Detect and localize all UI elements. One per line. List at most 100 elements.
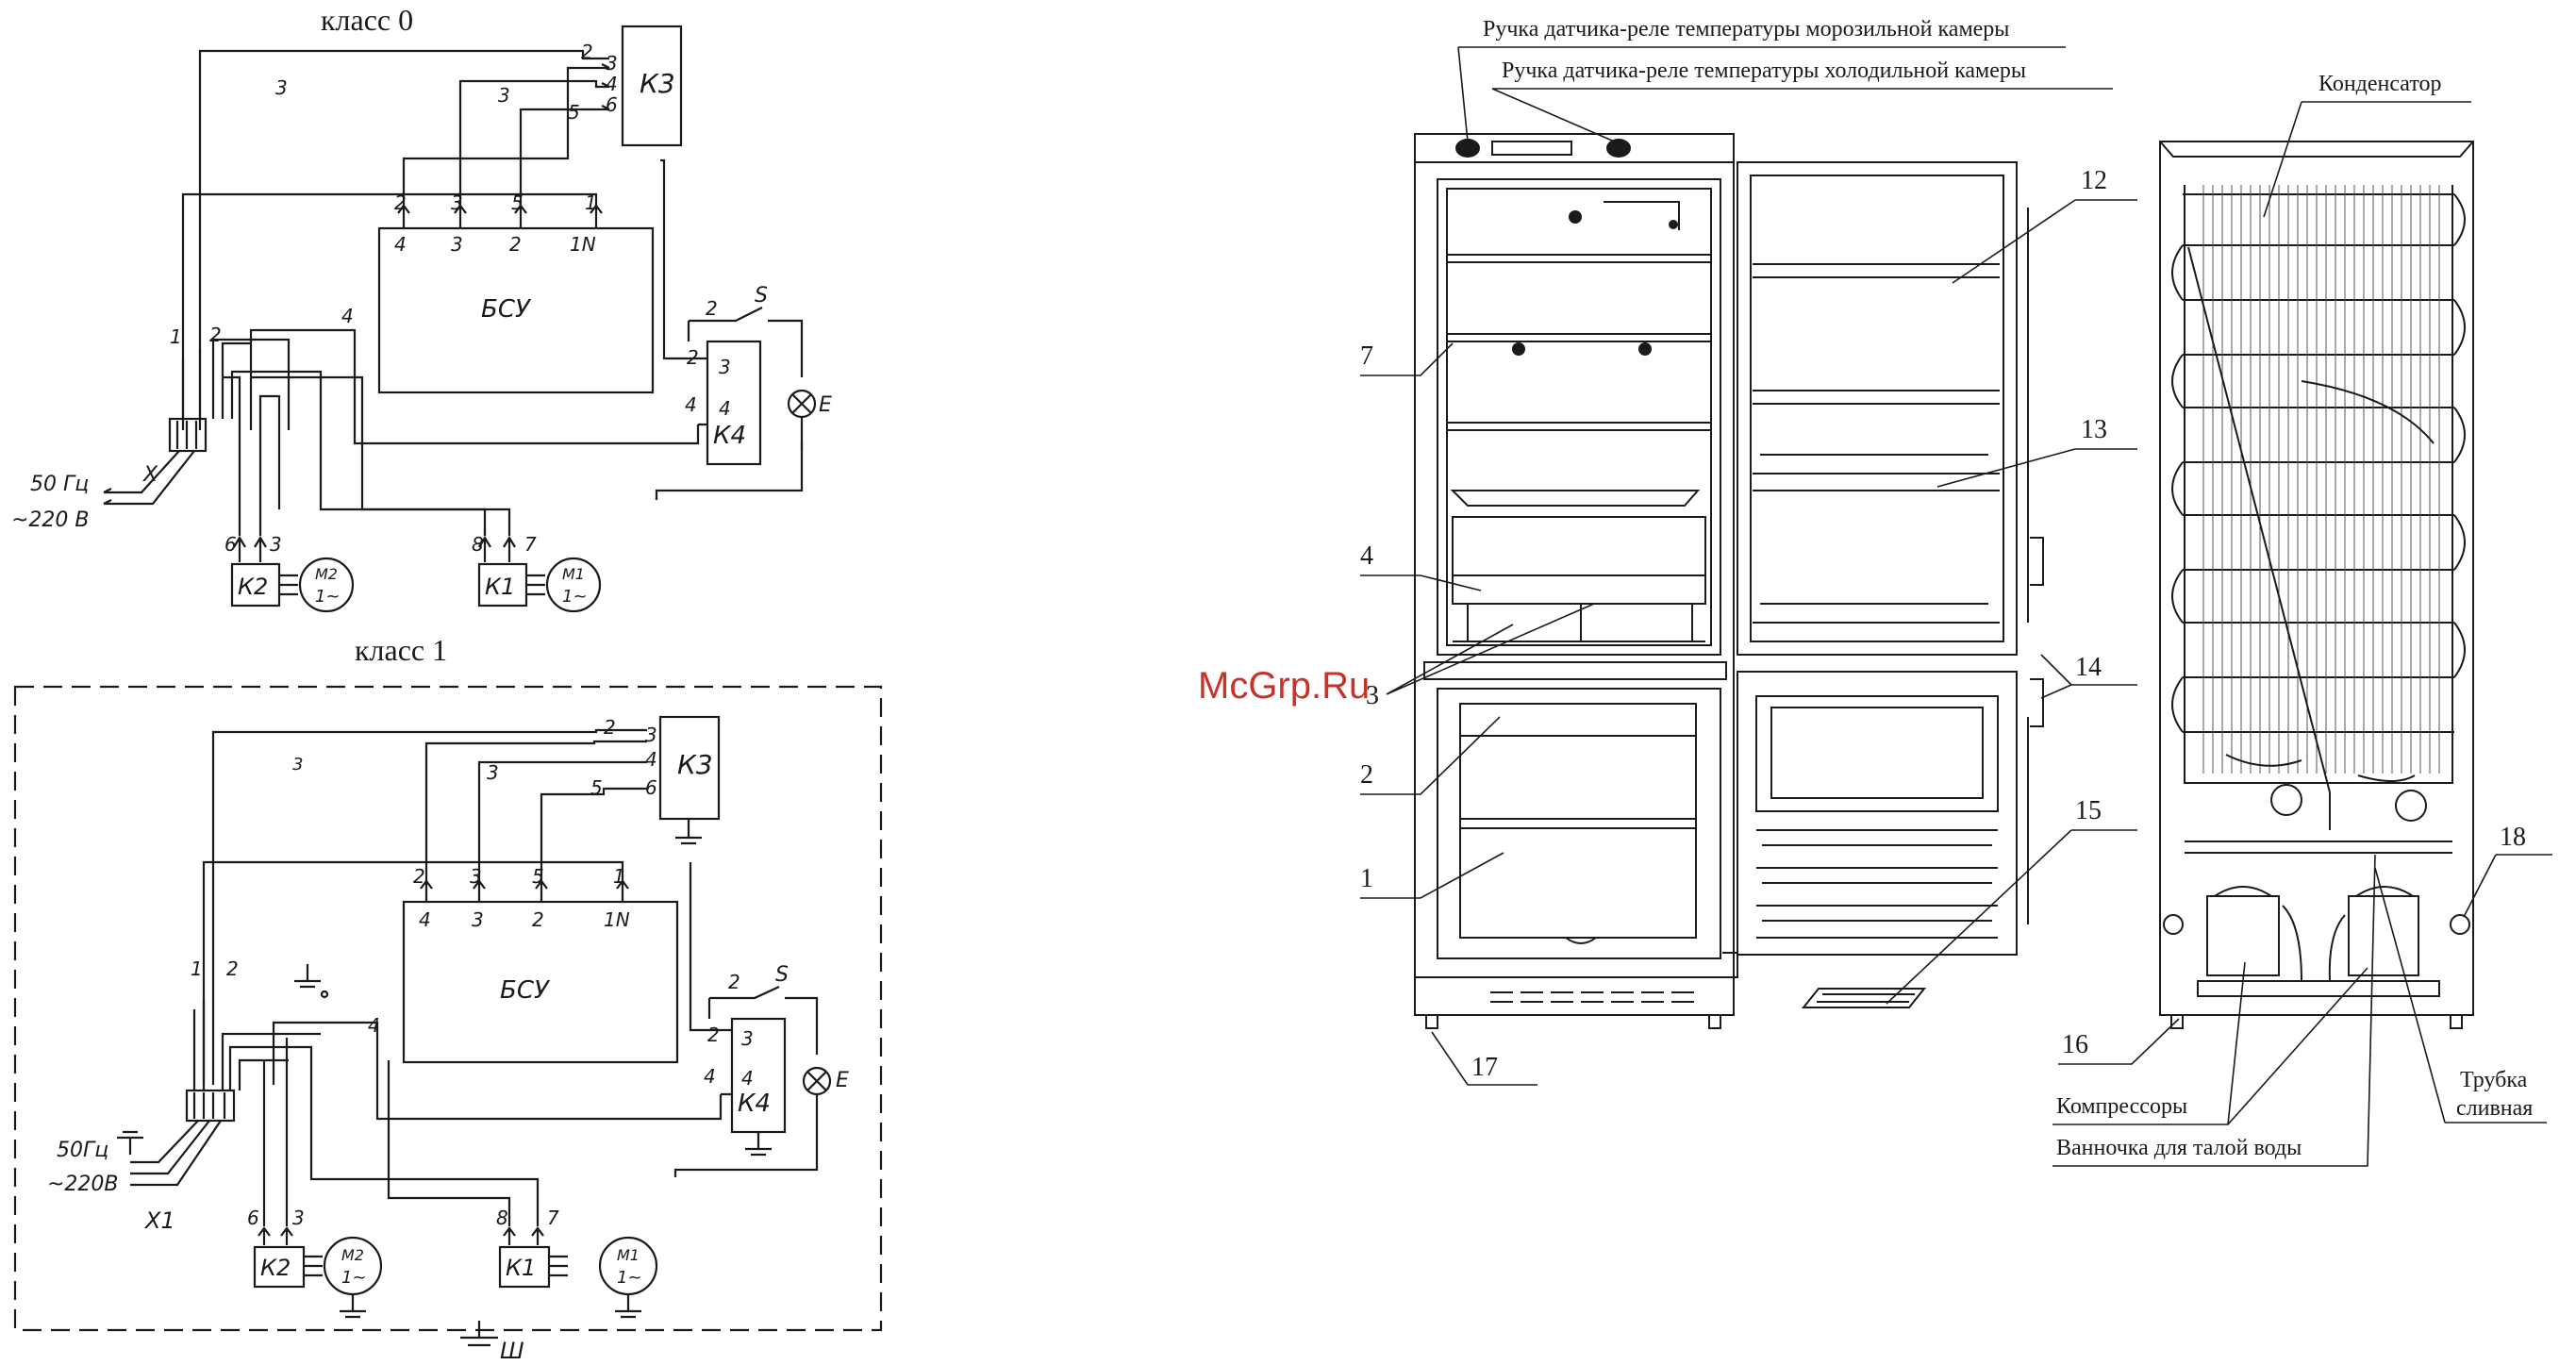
mains-voltage-class1: ~220В — [47, 1173, 119, 1196]
label-freezer-thermostat-knob: Ручка датчика-реле температуры морозильн… — [1483, 17, 2009, 42]
svg-text:8: 8 — [496, 1207, 508, 1229]
svg-text:3: 3 — [719, 356, 731, 378]
svg-text:8: 8 — [472, 533, 484, 556]
plug-x-label: X — [142, 463, 158, 487]
callout-12: 12 — [2081, 166, 2107, 195]
svg-text:3: 3 — [606, 52, 618, 75]
terminal-block-x — [168, 417, 208, 453]
bsu-label: БСУ — [481, 295, 532, 324]
svg-text:2: 2 — [209, 324, 222, 346]
label-drain-tube-line1: Трубка — [2460, 1068, 2528, 1092]
svg-text:М1: М1 — [562, 565, 585, 583]
switch-s-class1 — [709, 986, 819, 1055]
svg-text:3: 3 — [275, 76, 288, 99]
dashed-enclosure — [13, 685, 883, 1332]
svg-text:3: 3 — [292, 755, 303, 774]
svg-text:4: 4 — [645, 748, 657, 771]
callout-15: 15 — [2075, 796, 2102, 825]
plug-x1-label: X1 — [143, 1207, 175, 1234]
svg-text:2: 2 — [706, 297, 718, 320]
svg-text:3: 3 — [487, 761, 499, 784]
label-compressors: Компрессоры — [2056, 1094, 2187, 1119]
svg-text:2: 2 — [532, 908, 544, 931]
wiring-diagram-class-1: класс 1 К3 3 4 6 2 5 БСУ 4 3 2 1N 2 3 5 … — [13, 633, 883, 1364]
svg-text:3: 3 — [451, 233, 463, 256]
label-fridge-thermostat-knob: Ручка датчика-реле температуры холодильн… — [1502, 58, 2026, 83]
svg-text:1N: 1N — [604, 908, 630, 931]
svg-text:6: 6 — [606, 93, 618, 116]
k3-label: К3 — [640, 68, 675, 99]
label-condenser: Конденсатор — [2318, 72, 2442, 96]
svg-text:1~: 1~ — [315, 587, 341, 607]
mains-frequency-class1: 50Гц — [57, 1139, 108, 1162]
lamp-e-label: Е — [819, 393, 832, 417]
svg-text:2: 2 — [413, 865, 425, 888]
wiring-diagram-class-0: класс 0 К3 3 4 6 2 5 БСУ 4 3 2 1N 2 3 5 … — [11, 3, 832, 613]
motor-m2 — [298, 557, 355, 613]
fridge-rear-view: Конденсатор 18 16 Компрессоры Ванночка д… — [2052, 72, 2552, 1167]
callout-17: 17 — [1471, 1053, 1498, 1082]
switch-s-label: S — [755, 284, 768, 308]
svg-text:4: 4 — [685, 393, 697, 416]
svg-text:5: 5 — [590, 776, 603, 799]
svg-text:3: 3 — [472, 908, 484, 931]
svg-text:К1: К1 — [506, 1255, 536, 1281]
svg-text:1: 1 — [191, 957, 203, 980]
ground-sh-label: Ш — [500, 1338, 524, 1364]
svg-text:5: 5 — [568, 101, 580, 124]
svg-text:4: 4 — [368, 1014, 380, 1037]
svg-text:6: 6 — [645, 776, 657, 799]
svg-text:2: 2 — [604, 716, 616, 739]
svg-text:4: 4 — [741, 1067, 754, 1090]
terminal-block-x1 — [185, 1089, 236, 1123]
k4-box — [706, 340, 762, 466]
svg-text:4: 4 — [704, 1065, 716, 1088]
svg-text:4: 4 — [719, 397, 731, 420]
k2-label: К2 — [238, 574, 268, 600]
bsu-block — [377, 226, 655, 394]
callout-4: 4 — [1360, 541, 1373, 571]
svg-text:3: 3 — [270, 533, 282, 556]
svg-text:2: 2 — [728, 971, 740, 993]
svg-text:К3: К3 — [677, 749, 713, 780]
svg-text:М2: М2 — [341, 1246, 364, 1264]
svg-text:S: S — [775, 963, 789, 987]
svg-text:1: 1 — [170, 325, 182, 348]
k3-box — [621, 25, 683, 147]
svg-text:3: 3 — [741, 1027, 754, 1050]
k4-label: К4 — [713, 422, 746, 450]
mains-frequency-class0: 50 Гц — [30, 473, 89, 496]
callout-3: 3 — [1366, 681, 1379, 710]
callout-13: 13 — [2081, 415, 2107, 444]
svg-text:2: 2 — [509, 233, 522, 256]
svg-text:6: 6 — [224, 533, 237, 556]
svg-text:3: 3 — [292, 1207, 305, 1229]
svg-text:1: 1 — [192, 974, 193, 976]
svg-text:2: 2 — [226, 957, 239, 980]
svg-text:3: 3 — [645, 724, 657, 746]
svg-text:БСУ: БСУ — [500, 976, 551, 1005]
mains-voltage-class0: ~220 В — [11, 508, 90, 532]
fridge-front-view: Ручка датчика-реле температуры морозильн… — [1198, 17, 2137, 1086]
svg-text:К4: К4 — [738, 1090, 771, 1118]
class-0-title: класс 0 — [321, 3, 413, 37]
svg-text:М2: М2 — [315, 565, 338, 583]
callout-14: 14 — [2075, 653, 2102, 682]
svg-text:М1: М1 — [617, 1246, 640, 1264]
svg-text:4: 4 — [341, 305, 354, 327]
callout-1: 1 — [1360, 864, 1373, 893]
svg-text:4: 4 — [419, 908, 431, 931]
switch-s — [689, 307, 804, 377]
callout-16: 16 — [2062, 1030, 2088, 1059]
svg-text:6: 6 — [247, 1207, 259, 1229]
callout-7: 7 — [1360, 341, 1373, 371]
callout-2: 2 — [1360, 760, 1373, 790]
svg-text:1~: 1~ — [617, 1268, 642, 1288]
svg-text:1~: 1~ — [341, 1268, 367, 1288]
watermark: McGrp.Ru — [1198, 665, 1370, 707]
callout-18: 18 — [2500, 823, 2526, 852]
svg-text:К2: К2 — [260, 1255, 291, 1281]
class-1-title: класс 1 — [355, 633, 447, 667]
svg-text:4: 4 — [606, 73, 618, 95]
